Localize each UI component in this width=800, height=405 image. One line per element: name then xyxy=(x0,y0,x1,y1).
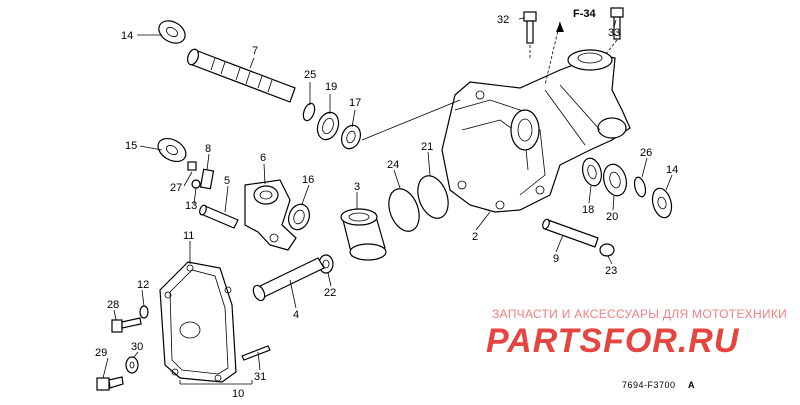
lock-pin-8 xyxy=(199,168,215,190)
callout-32: 32 xyxy=(497,14,509,26)
bolt-33 xyxy=(610,7,624,40)
thrust-washer-14-right xyxy=(651,187,673,219)
callout-2: 2 xyxy=(472,231,478,243)
shift-sleeve-3 xyxy=(340,208,387,261)
oil-seal-16 xyxy=(288,203,310,231)
callout-24: 24 xyxy=(387,159,399,171)
washer-12 xyxy=(139,305,149,319)
gear-case-housing xyxy=(441,49,631,213)
drawing-reference-code: 7694-F3700 xyxy=(622,380,676,390)
frame-reference-label: F-34 xyxy=(573,8,597,20)
leader-lines xyxy=(102,17,673,385)
callout-3: 3 xyxy=(354,181,360,193)
callout-18: 18 xyxy=(582,204,594,216)
callout-5: 5 xyxy=(224,175,230,187)
callout-4: 4 xyxy=(293,309,299,321)
thrust-washer-14-top xyxy=(158,20,186,44)
watermark: ЗАПЧАСТИ И АКСЕССУАРЫ ДЛЯ МОТОТЕХНИКИ PA… xyxy=(486,307,787,360)
o-ring-21 xyxy=(417,175,449,219)
washer-30 xyxy=(125,356,139,374)
o-ring-24 xyxy=(388,188,420,232)
callout-11: 11 xyxy=(183,230,194,242)
callout-7: 7 xyxy=(252,45,258,57)
frame-reference-arrow: F-34 xyxy=(544,8,597,86)
drain-bolt-29 xyxy=(96,376,124,391)
oil-seal-17 xyxy=(340,124,362,150)
watermark-brand: PARTSFOR.RU xyxy=(486,322,740,360)
pin-9 xyxy=(542,218,599,248)
bolt-28 xyxy=(111,317,142,333)
callout-13: 13 xyxy=(185,200,197,212)
shift-arm-6 xyxy=(244,179,297,251)
callout-14-right: 14 xyxy=(666,164,678,176)
callout-30: 30 xyxy=(131,341,143,353)
callout-17: 17 xyxy=(349,97,361,109)
callout-21: 21 xyxy=(421,141,433,153)
callout-12: 12 xyxy=(137,279,149,291)
callout-9: 9 xyxy=(553,253,559,265)
callout-22: 22 xyxy=(324,287,336,299)
shift-pin-5 xyxy=(199,204,239,229)
driven-shaft xyxy=(186,48,296,103)
callout-27: 27 xyxy=(170,182,182,194)
callout-6: 6 xyxy=(260,152,266,164)
screw-27 xyxy=(187,161,197,171)
callout-29: 29 xyxy=(95,347,107,359)
bolt-32 xyxy=(523,11,537,44)
circlip-25 xyxy=(302,102,316,122)
callout-28: 28 xyxy=(107,299,119,311)
callout-25: 25 xyxy=(304,69,316,81)
callout-23: 23 xyxy=(605,265,617,277)
clip-23 xyxy=(599,243,615,257)
callout-20: 20 xyxy=(606,211,618,223)
circlip-26 xyxy=(633,176,647,198)
callout-14-top: 14 xyxy=(121,30,133,42)
thrust-washer-15 xyxy=(157,137,187,163)
callout-33: 33 xyxy=(608,27,620,39)
bearing-19 xyxy=(316,111,340,141)
callout-19: 19 xyxy=(325,81,337,93)
shift-shaft-4 xyxy=(252,257,325,302)
gear-case-cover xyxy=(159,261,237,383)
bearing-20 xyxy=(602,163,628,197)
dowel-pin-31 xyxy=(241,345,271,361)
oil-seal-18 xyxy=(581,157,603,187)
callout-26: 26 xyxy=(640,147,652,159)
callout-8: 8 xyxy=(205,143,211,155)
watermark-tagline: ЗАПЧАСТИ И АКСЕССУАРЫ ДЛЯ МОТОТЕХНИКИ xyxy=(492,307,787,321)
drawing-reference: 7694-F3700 A xyxy=(622,380,695,390)
washer-13 xyxy=(191,179,201,189)
callout-15: 15 xyxy=(125,140,137,152)
callout-numbers: 14 7 25 19 17 15 8 27 13 5 6 16 3 24 21 … xyxy=(95,14,678,400)
callout-10: 10 xyxy=(232,388,244,400)
callout-16: 16 xyxy=(302,174,314,186)
drawing-reference-suffix: A xyxy=(688,380,695,390)
callout-31: 31 xyxy=(254,371,266,383)
